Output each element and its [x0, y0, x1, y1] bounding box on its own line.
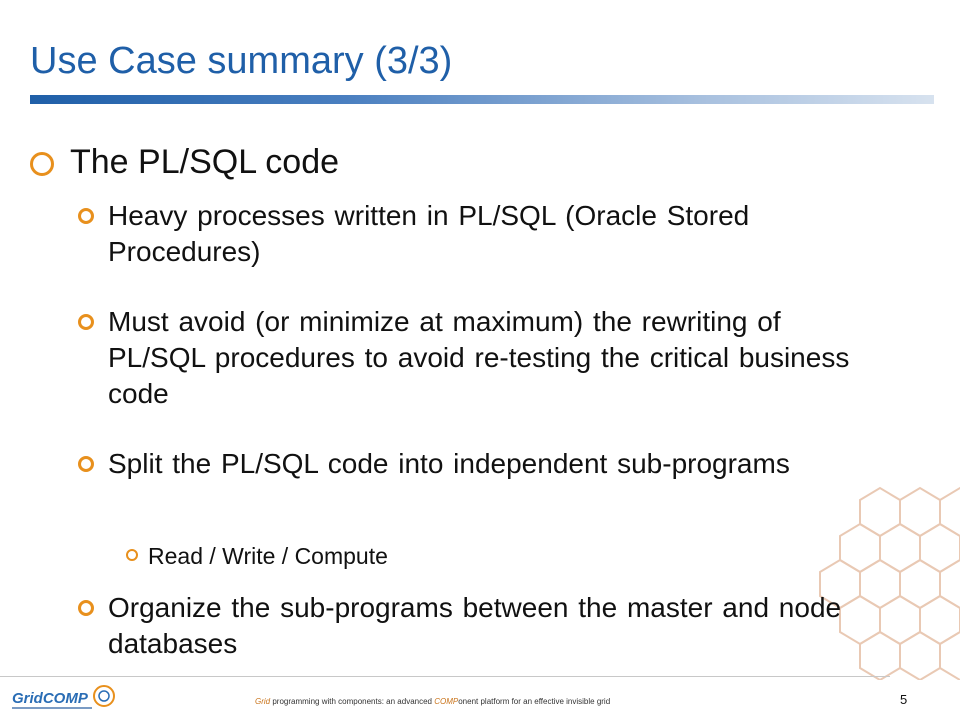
sub-sub-bullet-text: Read / Write / Compute: [148, 543, 388, 569]
logo-text: GridCOMP: [12, 690, 89, 707]
tagline-end: onent platform for an effective invisibl…: [458, 697, 611, 706]
tagline-comp: COMP: [434, 697, 459, 706]
bullet-level1: The PL/SQL code: [30, 143, 340, 182]
sub-bullet-3: Split the PL/SQL code into independent s…: [78, 446, 858, 482]
sub-bullet-text: Must avoid (or minimize at maximum) the …: [108, 306, 850, 409]
bullet-circle-icon: [78, 208, 94, 224]
bullet-circle-icon: [78, 456, 94, 472]
bullet-level1-text: The PL/SQL code: [70, 143, 340, 181]
hexagon-mesh-decoration: [819, 486, 960, 680]
sub-bullet-text: Split the PL/SQL code into independent s…: [108, 448, 790, 479]
bullet-circle-icon: [78, 600, 94, 616]
slide-title: Use Case summary (3/3): [30, 40, 453, 82]
sub-bullet-text: Heavy processes written in PL/SQL (Oracl…: [108, 200, 750, 267]
title-underline-bar: [30, 95, 934, 104]
bullet-circle-icon: [30, 152, 54, 176]
tagline-grid: Grid: [255, 697, 271, 706]
footer-tagline: Grid programming with components: an adv…: [255, 697, 610, 706]
footer-divider: [0, 676, 890, 677]
sub-bullet-1: Heavy processes written in PL/SQL (Oracl…: [78, 198, 858, 270]
gridcomp-logo: GridCOMP: [12, 685, 115, 709]
sub-bullet-text: Organize the sub-programs between the ma…: [108, 592, 842, 659]
sub-bullet-2: Must avoid (or minimize at maximum) the …: [78, 304, 858, 412]
bullet-circle-icon: [78, 314, 94, 330]
tagline-middle: programming with components: an advanced: [270, 697, 435, 706]
sub-sub-bullet: Read / Write / Compute: [126, 543, 388, 570]
page-number: 5: [900, 692, 908, 707]
sub-bullet-4: Organize the sub-programs between the ma…: [78, 590, 858, 662]
bullet-circle-icon: [126, 549, 138, 561]
